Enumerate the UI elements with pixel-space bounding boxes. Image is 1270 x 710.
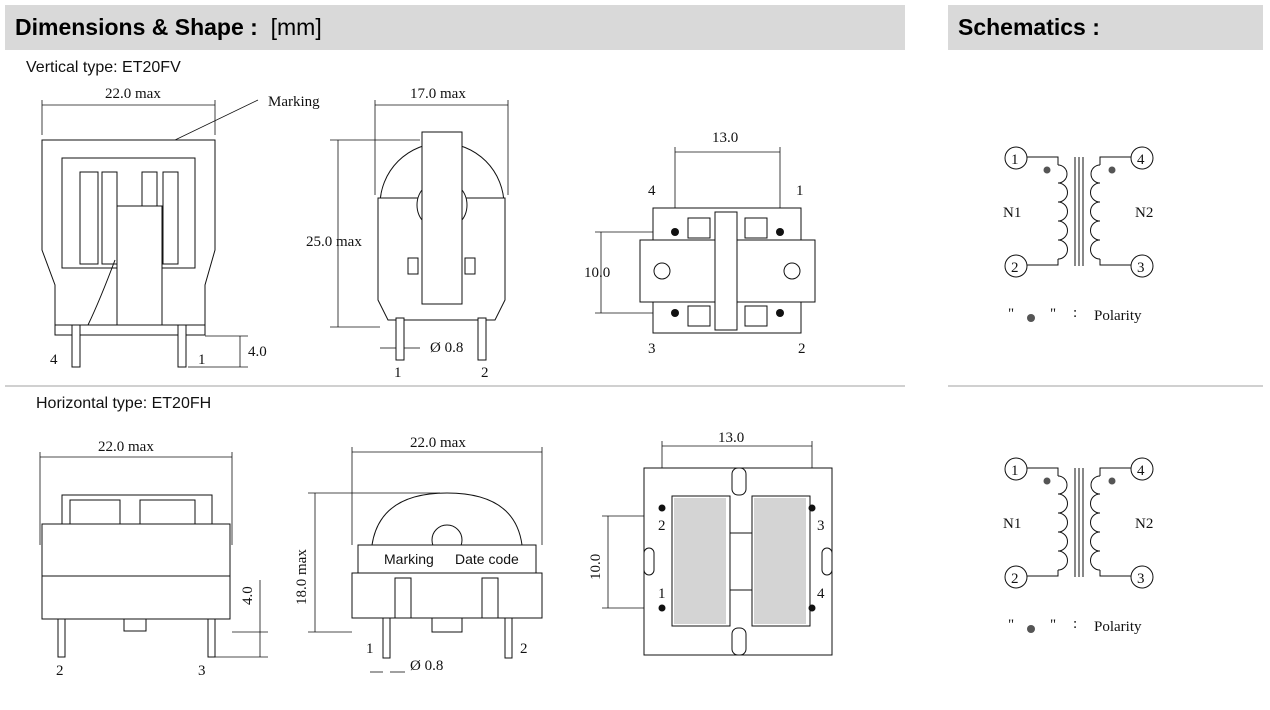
schematic-n1: N1 — [1003, 516, 1021, 532]
v-bottom-pin-4: 4 — [648, 183, 656, 199]
v-side-height: 25.0 max — [306, 234, 362, 250]
h-side-height: 18.0 max — [294, 549, 310, 605]
polarity-quote-open: " — [1008, 617, 1014, 633]
dimensions-unit: [mm] — [270, 14, 322, 40]
h-front-pin-2: 2 — [56, 663, 64, 679]
v-front-marking: Marking — [268, 94, 320, 110]
schematic-n2: N2 — [1135, 205, 1153, 221]
horizontal-front-view: 22.0 max 4.0 2 3 — [39, 439, 268, 679]
dimensions-title: Dimensions & Shape : — [15, 14, 258, 40]
v-side-pin-dia: Ø 0.8 — [430, 340, 463, 356]
schematic-pin-2: 2 — [1011, 260, 1019, 276]
schematic-pin-4: 4 — [1137, 463, 1145, 479]
v-bottom-pin-2: 2 — [798, 341, 806, 357]
v-bottom-pin-1: 1 — [796, 183, 804, 199]
vertical-bottom-view: 13.0 10.0 4 1 3 2 — [584, 130, 816, 357]
h-front-pin-3: 3 — [198, 663, 206, 679]
v-front-width: 22.0 max — [105, 86, 161, 102]
h-front-pin-height: 4.0 — [240, 586, 256, 605]
h-bottom-pin-1: 1 — [658, 586, 666, 602]
schematic-pin-3: 3 — [1137, 571, 1145, 587]
h-side-pin-2: 2 — [520, 641, 528, 657]
polarity-quote-open: " — [1008, 306, 1014, 322]
schematic-pin-1: 1 — [1011, 152, 1019, 168]
v-side-width: 17.0 max — [410, 86, 466, 102]
polarity-label: Polarity — [1094, 308, 1142, 324]
h-side-width: 22.0 max — [410, 435, 466, 451]
divider-right — [948, 385, 1263, 387]
vertical-front-view: 22.0 max Marking 4.0 4 1 — [41, 86, 320, 368]
v-side-pin-2: 2 — [481, 365, 489, 381]
schematic-n2: N2 — [1135, 516, 1153, 532]
schematic-vertical: 1 4 2 3 N1 N2 " " : Polarity — [1003, 146, 1154, 324]
v-bottom-pitch-x: 13.0 — [712, 130, 738, 146]
v-side-pin-1: 1 — [394, 365, 402, 381]
h-side-marking: Marking — [384, 551, 434, 567]
vertical-side-view: 17.0 max 25.0 max Ø 0.8 1 2 — [306, 86, 509, 381]
schematic-n1: N1 — [1003, 205, 1021, 221]
horizontal-bottom-view: 13.0 10.0 2 3 1 4 — [588, 430, 833, 656]
horizontal-type-label: Horizontal type: ET20FH — [36, 395, 212, 412]
h-front-width: 22.0 max — [98, 439, 154, 455]
h-bottom-pitch-y: 10.0 — [588, 554, 604, 580]
h-bottom-pitch-x: 13.0 — [718, 430, 744, 446]
divider-left — [5, 385, 905, 387]
polarity-separator: : — [1073, 616, 1077, 632]
vertical-type-label: Vertical type: ET20FV — [26, 59, 181, 76]
schematic-pin-3: 3 — [1137, 260, 1145, 276]
h-side-date-code: Date code — [455, 551, 519, 567]
schematics-title: Schematics : — [958, 14, 1100, 40]
v-front-pin-height: 4.0 — [248, 344, 267, 360]
horizontal-side-view: 22.0 max 18.0 max Marking Date code Ø 0.… — [294, 435, 543, 674]
schematic-pin-2: 2 — [1011, 571, 1019, 587]
schematics-header: Schematics : — [948, 5, 1263, 50]
polarity-label: Polarity — [1094, 619, 1142, 635]
v-front-pin-4: 4 — [50, 352, 58, 368]
schematic-pin-4: 4 — [1137, 152, 1145, 168]
schematic-pin-1: 1 — [1011, 463, 1019, 479]
v-front-pin-1: 1 — [198, 352, 206, 368]
h-side-pin-1: 1 — [366, 641, 374, 657]
polarity-separator: : — [1073, 305, 1077, 321]
polarity-quote-close: " — [1050, 617, 1056, 633]
dimensions-header: Dimensions & Shape : [mm] — [5, 5, 905, 50]
h-bottom-pin-4: 4 — [817, 586, 825, 602]
polarity-quote-close: " — [1050, 306, 1056, 322]
h-side-pin-dia: Ø 0.8 — [410, 658, 443, 674]
h-bottom-pin-3: 3 — [817, 518, 825, 534]
v-bottom-pin-3: 3 — [648, 341, 656, 357]
v-bottom-pitch-y: 10.0 — [584, 265, 610, 281]
h-bottom-pin-2: 2 — [658, 518, 666, 534]
schematic-horizontal: 1 4 2 3 N1 N2 " " : Polarity — [1003, 457, 1154, 635]
